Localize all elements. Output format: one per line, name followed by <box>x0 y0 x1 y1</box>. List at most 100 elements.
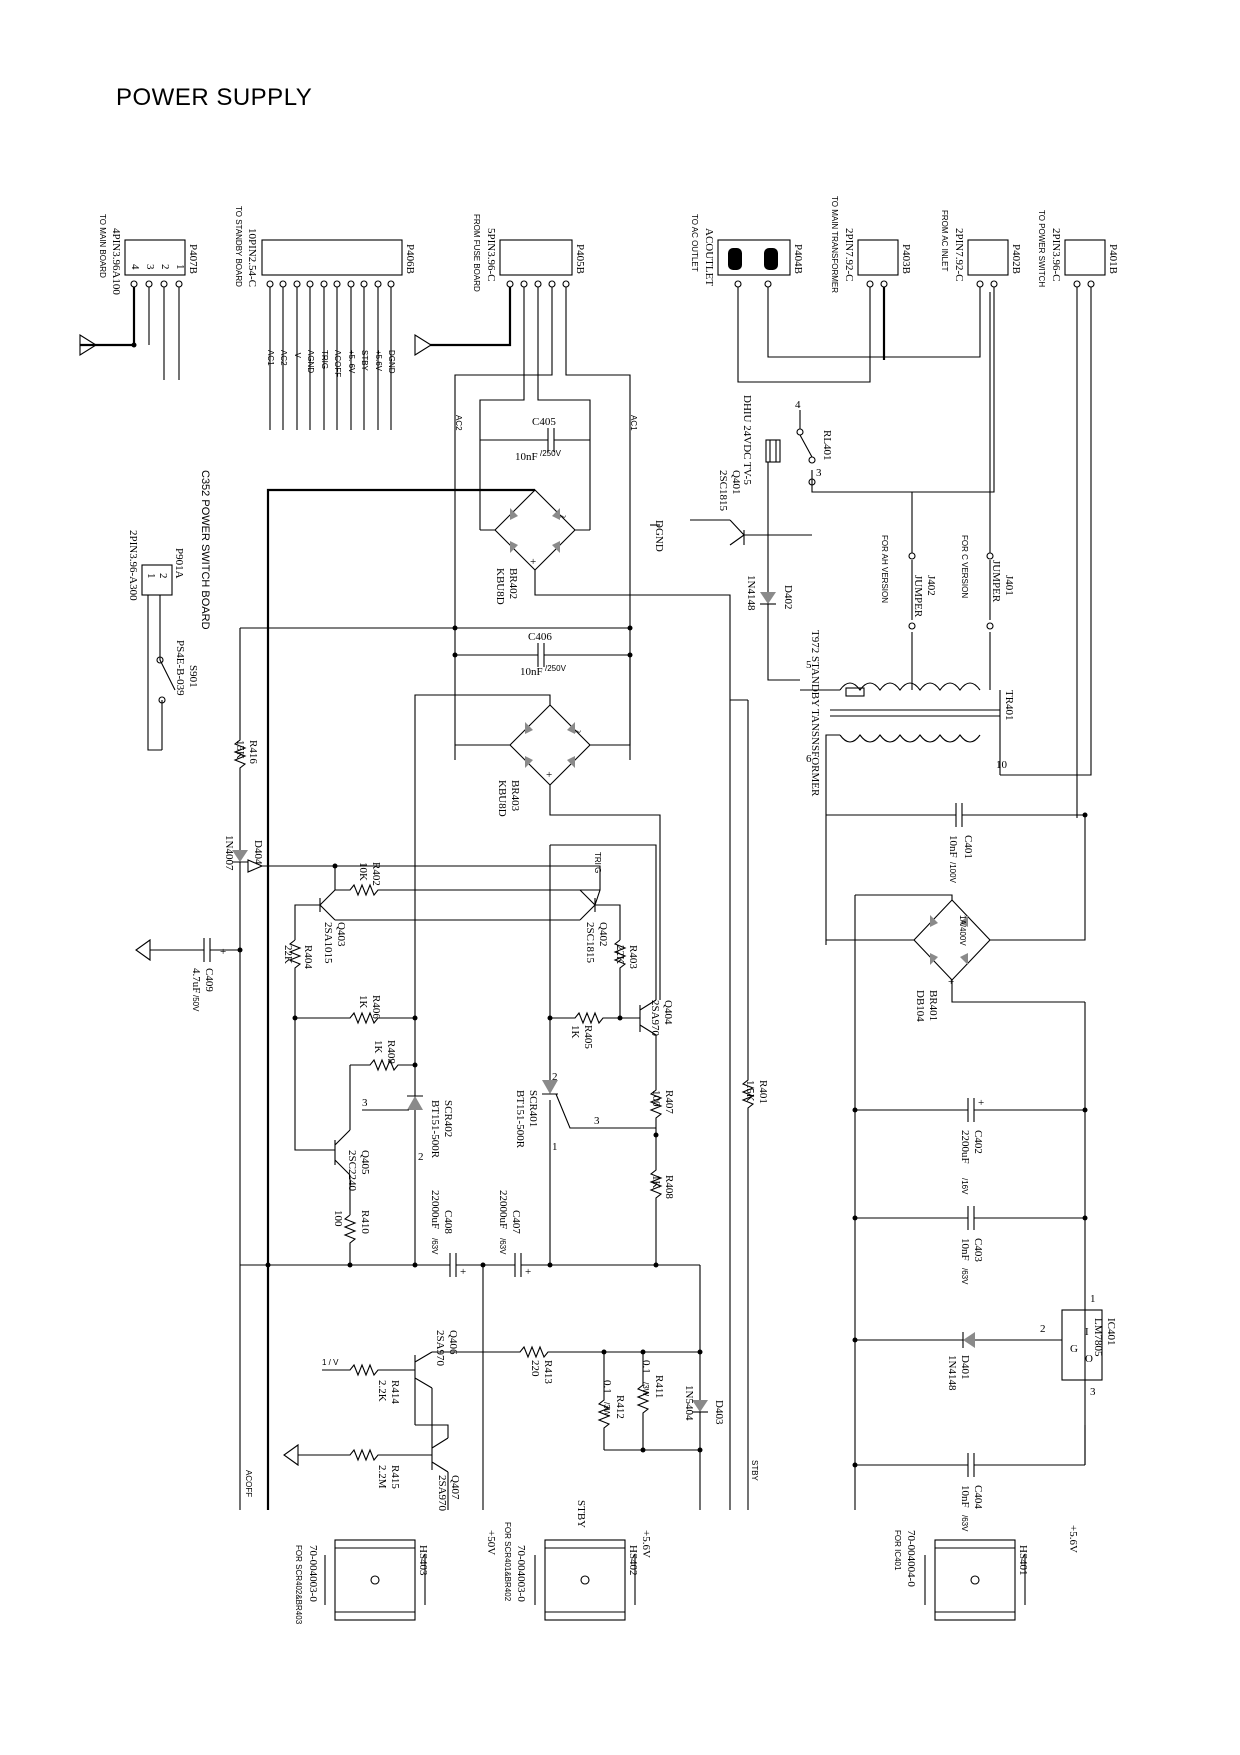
svg-text:TRIG: TRIG <box>320 350 329 369</box>
svg-text:3: 3 <box>362 1097 368 1109</box>
resistor-r414: R414 2.2K <box>322 1363 415 1404</box>
bridge-br402: + ~ BR402 KBU8D <box>266 488 731 1510</box>
p407b-ref: P407B <box>187 244 199 274</box>
svg-text:FOR SCR401&BR402: FOR SCR401&BR402 <box>503 1522 512 1602</box>
svg-text:Q404: Q404 <box>662 1000 674 1025</box>
c402-ref: C402 <box>972 1130 984 1154</box>
svg-text:100: 100 <box>332 1210 344 1227</box>
svg-text:2: 2 <box>157 573 169 579</box>
connector-p406b: P406B 10PIN2.54-C TO STANDBY BOARD DGND … <box>234 206 416 430</box>
svg-text:10: 10 <box>996 759 1008 771</box>
svg-text:SCR401: SCR401 <box>527 1090 539 1127</box>
c406-ref: C406 <box>528 631 552 643</box>
svg-text:~: ~ <box>575 726 581 738</box>
resistor-r407: R407 100 <box>649 1080 675 1138</box>
resistor-r403: R403 22K <box>613 939 639 1018</box>
net-trig: TRI G <box>593 852 602 873</box>
transistor-q401: DGND Q401 2SC1815 <box>650 470 812 552</box>
svg-text:0.1: 0.1 <box>601 1380 613 1394</box>
svg-text:/63V: /63V <box>960 1268 969 1285</box>
svg-text:/63V: /63V <box>498 1238 507 1255</box>
svg-text:C408: C408 <box>442 1210 454 1234</box>
svg-text:Q402: Q402 <box>597 922 609 946</box>
c404-value: 10nF <box>959 1485 971 1508</box>
svg-text:STBY: STBY <box>360 350 369 372</box>
d402-ref: D402 <box>782 585 794 609</box>
transistor-q404: Q404 2SA970 <box>550 844 674 1080</box>
t972-label: T972 STANDBY TANSNSFORMER <box>809 630 821 797</box>
svg-text:2SA970: 2SA970 <box>436 1475 448 1512</box>
jumper-j401: J401 JUMPER FOR C VERSION <box>960 292 1015 690</box>
power-switch-board-label: C352 POWER SWITCH BOARD <box>199 470 211 630</box>
c405-ref: C405 <box>532 416 556 428</box>
svg-text:~: ~ <box>560 511 566 523</box>
net-ac1: AC1 <box>629 415 638 431</box>
svg-text:R407: R407 <box>663 1090 675 1114</box>
switch-s901: S901 PS4E-B-039 <box>156 612 199 750</box>
svg-text:-V: -V <box>293 350 302 359</box>
connector-p407b-pins <box>130 280 183 288</box>
svg-text:R410: R410 <box>359 1210 371 1234</box>
j401-note: FOR C VERSION <box>960 535 969 598</box>
transformer-tr401: 5 6 10 TR401 T972 STANDBY TANSNSFORMER <box>800 630 1015 945</box>
svg-text:R414: R414 <box>389 1380 401 1404</box>
s901-type: PS4E-B-039 <box>174 640 186 696</box>
svg-text:FOR IC401: FOR IC401 <box>893 1530 902 1571</box>
connector-p407b: P407B 4PIN3.96A100 TO MAIN BOARD 4 3 2 1 <box>79 214 199 380</box>
svg-text:70-004003-0: 70-004003-0 <box>515 1545 527 1602</box>
svg-text:22000uF: 22000uF <box>497 1190 509 1229</box>
resistor-r416: R416 15K <box>233 628 259 850</box>
svg-text:3: 3 <box>144 264 156 270</box>
svg-text:D403: D403 <box>713 1400 725 1425</box>
resistor-r402: R402 10K <box>332 862 600 897</box>
svg-text:Q403: Q403 <box>335 922 347 947</box>
ground-symbol-p407 <box>79 334 98 356</box>
svg-text:2SA970: 2SA970 <box>649 1000 661 1037</box>
c402-value: 2200uF <box>959 1130 971 1164</box>
svg-text:2PIN3.96-A300: 2PIN3.96-A300 <box>127 530 139 601</box>
capacitor-c406: C406 10nF /250V <box>240 625 633 678</box>
svg-text:2: 2 <box>552 1071 558 1083</box>
svg-text:22K: 22K <box>282 945 294 964</box>
svg-text:R404: R404 <box>302 945 314 969</box>
svg-text:3: 3 <box>594 1115 600 1127</box>
svg-text:R408: R408 <box>663 1175 675 1199</box>
q401-type: 2SC1815 <box>717 470 729 511</box>
capacitor-c402: + C402 2200uF /16V <box>852 1097 1088 1195</box>
svg-text:/250V: /250V <box>540 449 562 458</box>
net-stby-small: STBY <box>750 1460 759 1482</box>
connector-p901a: P901A 2PIN3.96-A300 1 2 <box>127 530 185 751</box>
svg-text:C407: C407 <box>510 1210 522 1234</box>
p402b-type: 2PIN7.92-C <box>953 228 965 281</box>
svg-text:22000uF: 22000uF <box>429 1190 441 1229</box>
transistor-q402: Q402 2SC1815 <box>579 880 621 963</box>
resistor-r406: R406 1K <box>295 995 418 1025</box>
svg-text:6: 6 <box>806 753 812 765</box>
bridge-br401: + 1A/400V BR401 DB104 <box>826 815 1086 1022</box>
heatsink-hs402: HS402 70-004003-0 FOR SCR401&BR402 +5.6V <box>503 1522 652 1621</box>
net-acoff: ACOFF <box>244 1470 253 1497</box>
br403-value: KBU8D <box>496 780 508 817</box>
p402b-note: FROM AC INLET <box>940 210 949 271</box>
s901-ref: S901 <box>187 665 199 688</box>
diode-d401: D401 1N4148 2 <box>852 1323 1062 1391</box>
svg-text:+50V: +50V <box>485 1530 497 1555</box>
svg-text:2SC1815: 2SC1815 <box>584 922 596 963</box>
q401-ref: Q401 <box>730 470 742 494</box>
page-title: POWER SUPPLY <box>116 84 313 111</box>
svg-text:/3W: /3W <box>602 1402 611 1417</box>
svg-text:/250V: /250V <box>545 664 567 673</box>
svg-text:1: 1 <box>145 573 157 579</box>
resistor-r408: R408 1K <box>649 1135 675 1265</box>
ic401-ref: IC401 <box>1105 1318 1117 1346</box>
svg-text:1N5404: 1N5404 <box>683 1385 695 1421</box>
p406b-note: TO STANDBY BOARD <box>234 206 243 287</box>
svg-text:HS401: HS401 <box>1017 1545 1029 1576</box>
svg-text:+: + <box>460 1266 466 1278</box>
br403-ref: BR403 <box>509 780 521 812</box>
p402b-ref: P402B <box>1010 244 1022 274</box>
svg-text:R401: R401 <box>757 1080 769 1104</box>
svg-text:AC1: AC1 <box>266 350 275 366</box>
svg-text:AGND: AGND <box>306 350 315 373</box>
